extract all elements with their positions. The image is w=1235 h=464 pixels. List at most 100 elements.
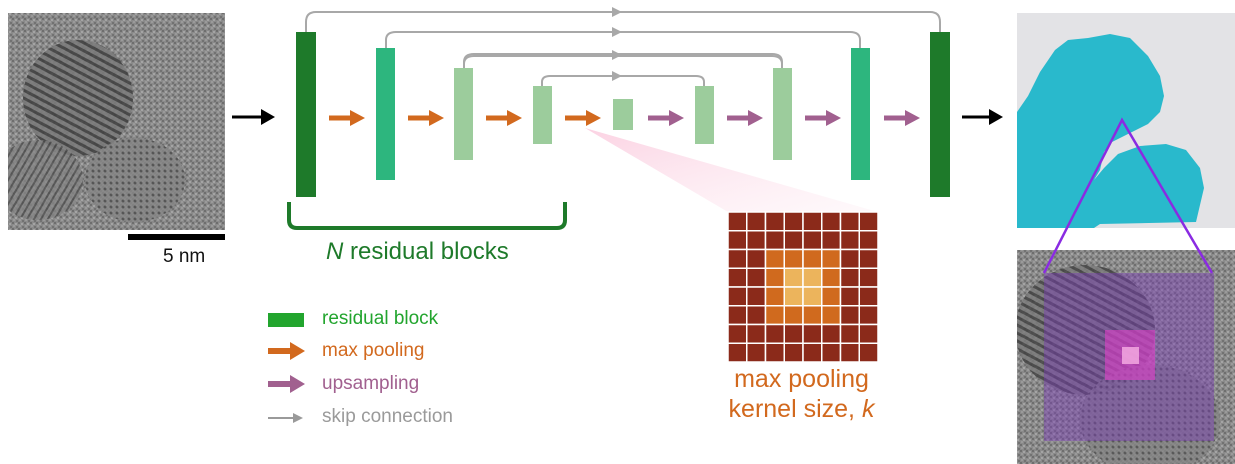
kernel-cell — [746, 323, 767, 344]
kernel-cell — [858, 267, 879, 288]
kernel-cell — [764, 211, 785, 232]
kernel-cell — [821, 286, 842, 307]
kernel-cell — [802, 342, 823, 363]
upsampling-arrow — [727, 110, 763, 126]
skip-connections — [305, 11, 941, 86]
zoomed-tem-image — [1017, 250, 1235, 464]
skip-arrowheads — [612, 7, 622, 81]
kernel-cell — [746, 230, 767, 251]
kernel-cell — [727, 305, 748, 326]
upsampling-arrows — [648, 110, 920, 126]
max-pooling-arrows — [329, 110, 601, 126]
residual-blocks-label: N residual blocks — [326, 238, 509, 266]
encoder-block-3 — [454, 68, 473, 160]
decoder-block-3 — [773, 68, 792, 160]
kernel-cell — [783, 286, 804, 307]
kernel-cell — [783, 305, 804, 326]
skip-connection-2 — [385, 31, 861, 48]
kernel-cell — [821, 230, 842, 251]
kernel-caption-text: kernel size, — [728, 395, 862, 423]
kernel-cell — [858, 323, 879, 344]
skip-connection-5 — [541, 75, 705, 86]
skip-arrowhead — [612, 71, 622, 81]
kernel-cell — [746, 305, 767, 326]
kernel-cell — [746, 267, 767, 288]
kernel-cell — [764, 323, 785, 344]
kernel-cell — [783, 267, 804, 288]
kernel-cell — [764, 305, 785, 326]
kernel-cell — [821, 305, 842, 326]
kernel-cell — [839, 248, 860, 269]
legend-upsampling-arrow — [268, 375, 305, 393]
kernel-cell — [727, 323, 748, 344]
kernel-cell — [783, 248, 804, 269]
kernel-cell — [727, 211, 748, 232]
kernel-cell — [821, 342, 842, 363]
kernel-zoom-fan — [585, 128, 878, 212]
kernel-cell — [839, 230, 860, 251]
kernel-cell — [858, 286, 879, 307]
skip-connection-1 — [305, 11, 941, 32]
scale-bar — [128, 234, 225, 240]
kernel-cell — [821, 267, 842, 288]
kernel-cell — [802, 267, 823, 288]
legend-skip-connection-arrow — [268, 413, 303, 423]
kernel-cell — [802, 230, 823, 251]
kernel-cell — [764, 267, 785, 288]
max-pooling-arrow — [486, 110, 522, 126]
legend-residual-block-swatch — [268, 313, 304, 327]
kernel-cell — [802, 211, 823, 232]
decoder-block-2 — [851, 48, 870, 180]
kernel-cell — [727, 267, 748, 288]
kernel-cell — [764, 342, 785, 363]
skip-arrowhead — [612, 7, 622, 17]
kernel-cell — [821, 211, 842, 232]
kernel-cell — [802, 305, 823, 326]
kernel-cell — [727, 248, 748, 269]
kernel-cell — [746, 248, 767, 269]
kernel-cell — [802, 323, 823, 344]
decoder-block-1 — [930, 32, 950, 197]
kernel-cell — [746, 211, 767, 232]
legend-upsampling-label: upsampling — [322, 373, 420, 394]
kernel-cell — [858, 211, 879, 232]
segmentation-output — [1017, 13, 1235, 228]
kernel-cell — [858, 230, 879, 251]
zoom-lines — [1042, 117, 1214, 274]
kernel-cell — [802, 248, 823, 269]
legend-max-pooling-arrow — [268, 342, 305, 360]
kernel-cell — [783, 211, 804, 232]
kernel-cell — [727, 286, 748, 307]
kernel-cell — [839, 267, 860, 288]
pooling-center-overlay — [1122, 347, 1139, 364]
skip-arrowhead — [612, 50, 622, 60]
kernel-cell — [839, 305, 860, 326]
kernel-cell — [839, 211, 860, 232]
kernel-cell — [839, 323, 860, 344]
bottleneck-block — [613, 99, 633, 130]
kernel-cell — [821, 323, 842, 344]
output-arrow — [962, 109, 1003, 125]
kernel-cell — [858, 342, 879, 363]
kernel-cell — [764, 286, 785, 307]
kernel-size-caption: max pooling kernel size, k — [704, 364, 899, 424]
max-pooling-arrow — [329, 110, 365, 126]
residual-blocks-text: residual blocks — [343, 238, 509, 265]
kernel-cell — [839, 342, 860, 363]
max-pooling-arrow — [565, 110, 601, 126]
max-pooling-arrow — [408, 110, 444, 126]
kernel-cell — [727, 230, 748, 251]
max-pooling-kernel-grid — [727, 211, 879, 363]
kernel-cell — [783, 342, 804, 363]
kernel-cell — [764, 248, 785, 269]
kernel-caption-line2: kernel size, k — [704, 394, 899, 424]
kernel-cell — [764, 230, 785, 251]
kernel-cell — [727, 342, 748, 363]
legend-skip-connection-label: skip connection — [322, 406, 453, 427]
encoder-block-4 — [533, 86, 552, 144]
encoder-block-1 — [296, 32, 316, 197]
skip-arrowhead — [612, 27, 622, 37]
residual-blocks — [296, 32, 950, 197]
input-tem-image — [8, 13, 225, 230]
